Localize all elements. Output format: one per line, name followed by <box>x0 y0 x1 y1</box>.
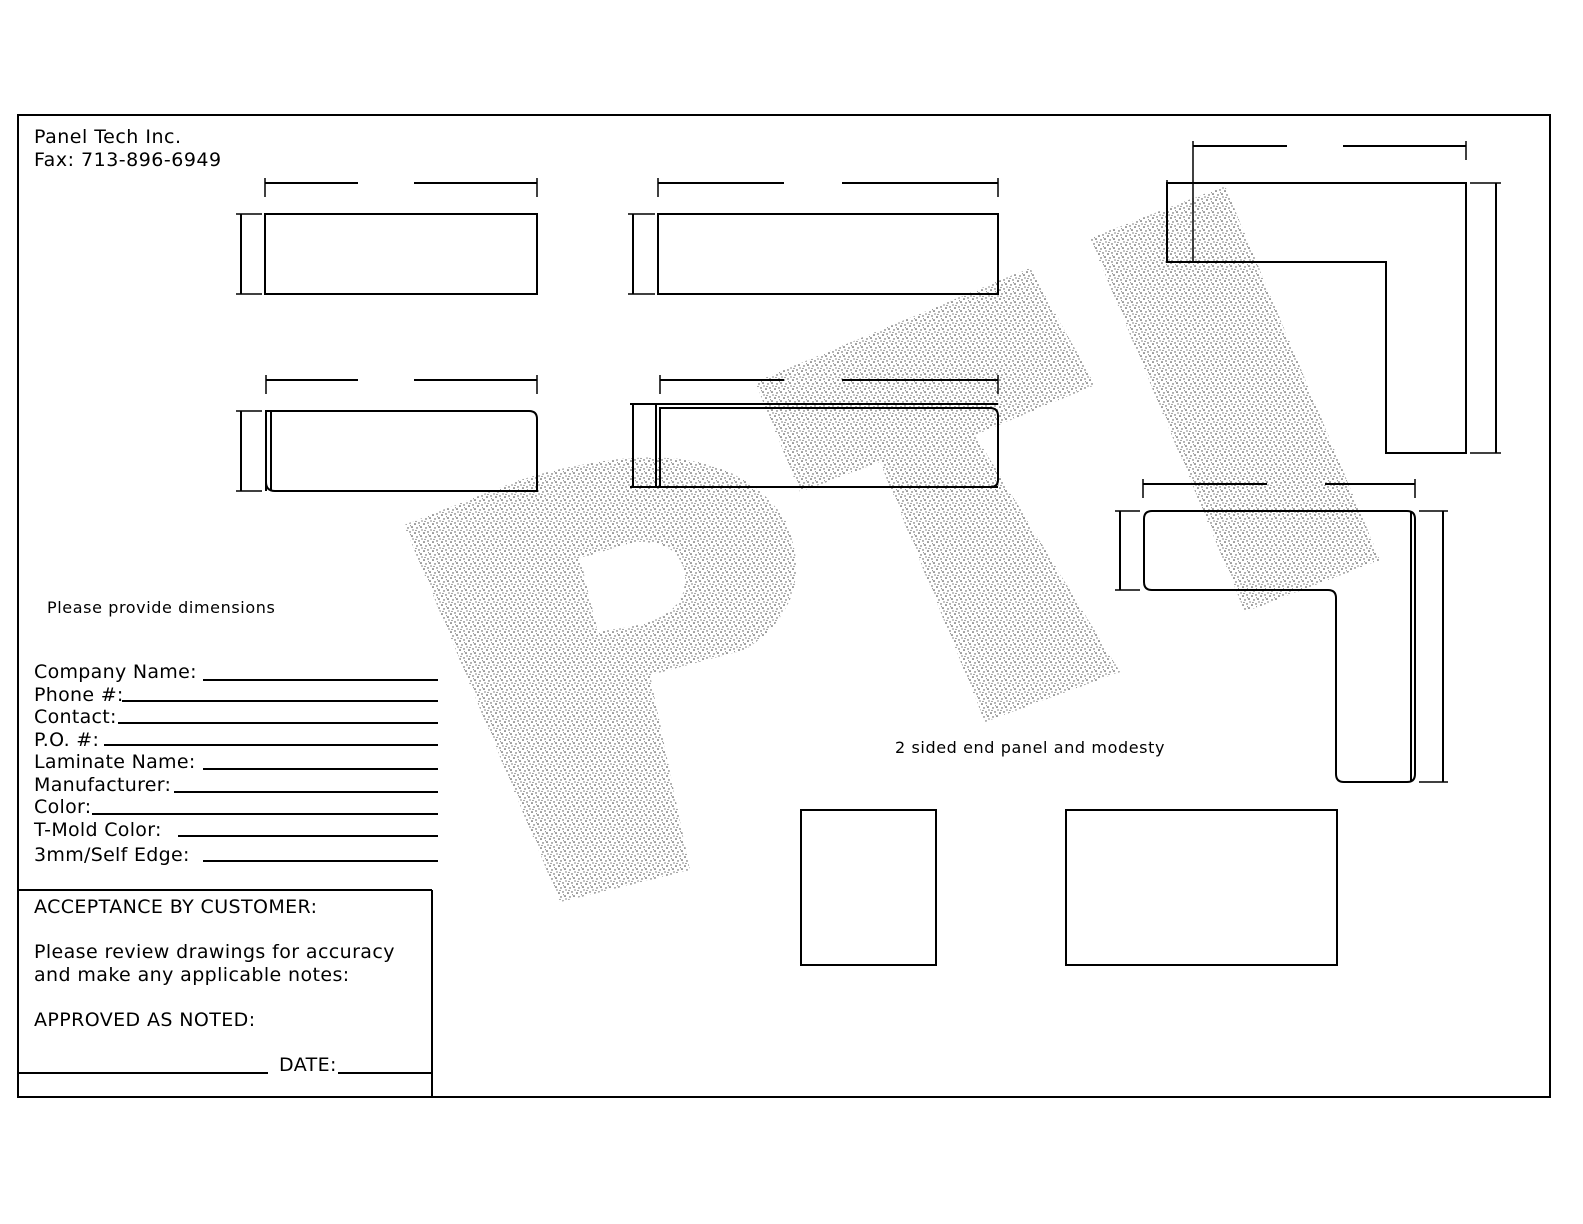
end-panel-rect <box>800 809 937 966</box>
field-label-laminate-name: Laminate Name: <box>34 751 196 773</box>
watermark-letter-p <box>404 457 797 902</box>
modesty-panel-rect <box>1065 809 1338 966</box>
field-label-self-edge: 3mm/Self Edge: <box>34 844 190 866</box>
field-label-phone: Phone #: <box>34 684 124 706</box>
field-line-manufacturer[interactable] <box>174 791 438 793</box>
panel-l-shape-2 <box>1115 479 1448 783</box>
field-label-contact: Contact: <box>34 706 117 728</box>
company-name-header: Panel Tech Inc. <box>34 126 182 148</box>
sheet-border <box>17 114 1551 1098</box>
panel-l-shape-1 <box>1166 141 1501 454</box>
field-line-company-name[interactable] <box>203 679 438 681</box>
panel-rounded-2 <box>630 375 999 488</box>
field-line-laminate-name[interactable] <box>203 768 438 770</box>
approved-as-noted-label: APPROVED AS NOTED: <box>34 1009 256 1031</box>
field-line-contact[interactable] <box>118 722 438 724</box>
panel-rect-2 <box>628 178 999 295</box>
field-label-t-mold-color: T-Mold Color: <box>34 819 162 841</box>
field-line-phone[interactable] <box>122 700 438 702</box>
watermark-letter-t <box>755 268 1120 722</box>
field-line-self-edge[interactable] <box>203 860 438 862</box>
pti-watermark <box>404 186 1380 902</box>
acceptance-title: ACCEPTANCE BY CUSTOMER: <box>34 896 318 918</box>
field-line-po[interactable] <box>104 744 438 746</box>
field-label-color: Color: <box>34 796 92 818</box>
field-line-color[interactable] <box>92 813 438 815</box>
panel-rect-1 <box>236 178 538 295</box>
watermark-letter-i <box>1090 186 1380 612</box>
provide-dimensions-note: Please provide dimensions <box>47 598 276 617</box>
date-label: DATE: <box>279 1054 337 1076</box>
acceptance-instruction-1: Please review drawings for accuracy <box>34 941 395 963</box>
acceptance-instruction-2: and make any applicable notes: <box>34 964 350 986</box>
acceptance-box-frame <box>18 889 433 1097</box>
field-line-t-mold-color[interactable] <box>178 835 438 837</box>
fax-number: Fax: 713-896-6949 <box>34 149 222 171</box>
field-label-company-name: Company Name: <box>34 661 197 683</box>
field-label-manufacturer: Manufacturer: <box>34 774 172 796</box>
field-label-po: P.O. #: <box>34 729 100 751</box>
panel-rounded-1 <box>236 375 538 492</box>
end-panel-note: 2 sided end panel and modesty <box>895 738 1166 757</box>
